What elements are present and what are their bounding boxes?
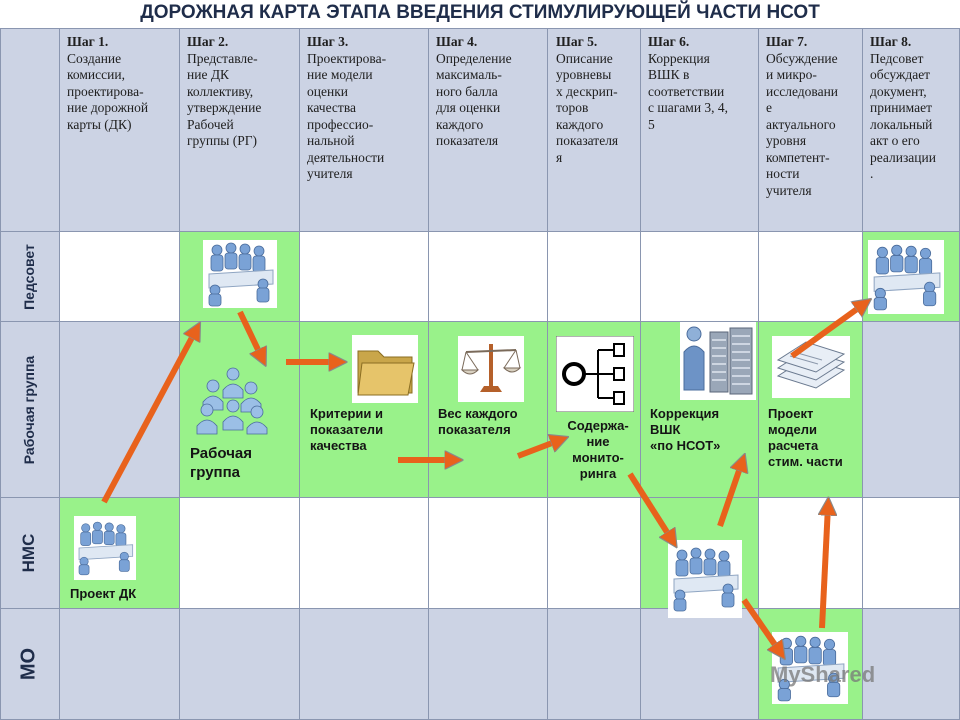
grid-cell xyxy=(59,608,180,720)
header-cell xyxy=(428,28,548,232)
correction-label: Коррекция ВШК «по НСОТ» xyxy=(650,406,721,453)
monitoring-label: Содержа- ние монито- ринга xyxy=(567,418,629,481)
meeting-icon xyxy=(772,632,848,704)
meeting-icon xyxy=(74,516,136,580)
grid-cell xyxy=(299,231,429,322)
grid-cell xyxy=(547,497,641,609)
step-header-8: Шаг 8. Педсовет обсуждает документ, прин… xyxy=(862,28,960,183)
step-number: Шаг 3. xyxy=(307,34,349,49)
model-label: Проект модели расчета стим. части xyxy=(768,406,843,469)
grid-cell xyxy=(640,608,759,720)
step-header-1: Шаг 1. Создание комиссии, проектирова- н… xyxy=(59,28,180,133)
step-text: Представле- ние ДК коллективу, утвержден… xyxy=(187,50,262,149)
grid-cell xyxy=(862,497,960,609)
grid-cell xyxy=(59,321,180,498)
step-text: Педсовет обсуждает документ, принимает л… xyxy=(870,50,936,182)
folder-icon xyxy=(352,335,418,403)
grid-cell xyxy=(862,321,960,498)
step-number: Шаг 5. xyxy=(556,34,598,49)
meeting-icon xyxy=(203,240,277,308)
step-header-5: Шаг 5. Описание уровневы х дескрип- торо… xyxy=(547,28,641,166)
row-label-pedsovet: Педсовет xyxy=(0,231,58,322)
grid-cell xyxy=(179,608,300,720)
header-cell xyxy=(547,28,641,232)
step-text: Описание уровневы х дескрип- торов каждо… xyxy=(556,50,619,165)
grid-cell xyxy=(862,608,960,720)
header-cell xyxy=(59,28,180,232)
step-header-6: Шаг 6. Коррекция ВШК в соответствии с ша… xyxy=(640,28,759,133)
step-text: Определение максималь- ного балла для оц… xyxy=(436,50,512,149)
row-label-mo: МО xyxy=(0,608,58,720)
header-cell xyxy=(758,28,863,232)
grid-cell xyxy=(640,231,759,322)
step-number: Шаг 4. xyxy=(436,34,478,49)
grid-cell xyxy=(758,497,863,609)
step-text: Обсуждение и микро- исследовани е актуал… xyxy=(766,50,839,198)
row-label-nms: НМС xyxy=(0,497,58,609)
grid-cell xyxy=(428,608,548,720)
step-number: Шаг 6. xyxy=(648,34,690,49)
grid-cell xyxy=(299,608,429,720)
project-dk-label: Проект ДК xyxy=(70,586,137,601)
grid-cell xyxy=(547,231,641,322)
row-label-cell xyxy=(0,321,60,498)
grid-cell xyxy=(428,231,548,322)
row-label-text: МО xyxy=(17,647,40,681)
row-label-working-group: Рабочая группа xyxy=(0,321,58,498)
step-text: Создание комиссии, проектирова- ние доро… xyxy=(67,50,149,132)
step-text: Проектирова- ние модели оценки качества … xyxy=(307,50,387,182)
watermark: MyShared xyxy=(770,662,876,687)
grid-cell xyxy=(179,497,300,609)
weight-label: Вес каждого показателя xyxy=(438,406,518,437)
grid-cell xyxy=(758,231,863,322)
step-number: Шаг 2. xyxy=(187,34,229,49)
criteria-label: Критерии и показатели качества xyxy=(310,406,384,453)
grid-cell xyxy=(59,231,180,322)
row-label-text: Рабочая группа xyxy=(21,355,37,464)
header-cell xyxy=(862,28,960,232)
step-number: Шаг 7. xyxy=(766,34,808,49)
row-label-cell xyxy=(0,231,60,322)
header-cell xyxy=(299,28,429,232)
grid-cell xyxy=(299,497,429,609)
working-group-label: Рабочая группа xyxy=(190,445,253,481)
step-number: Шаг 8. xyxy=(870,34,912,49)
step-header-4: Шаг 4. Определение максималь- ного балла… xyxy=(428,28,548,150)
step-text: Коррекция ВШК в соответствии с шагами 3,… xyxy=(648,50,729,132)
people-group-icon xyxy=(196,367,268,435)
grid-cell xyxy=(547,608,641,720)
step-header-2: Шаг 2. Представле- ние ДК коллективу, ут… xyxy=(179,28,300,150)
row-label-text: Педсовет xyxy=(21,243,37,310)
documents-stack-icon xyxy=(772,336,850,398)
corner-cell xyxy=(0,28,60,232)
scales-icon xyxy=(458,336,524,402)
grid-cell xyxy=(428,497,548,609)
step-number: Шаг 1. xyxy=(67,34,109,49)
step-header-7: Шаг 7. Обсуждение и микро- исследовани е… xyxy=(758,28,863,199)
page-title: ДОРОЖНАЯ КАРТА ЭТАПА ВВЕДЕНИЯ СТИМУЛИРУЮ… xyxy=(140,2,820,23)
step-header-3: Шаг 3. Проектирова- ние модели оценки ка… xyxy=(299,28,429,183)
meeting-icon xyxy=(868,240,944,314)
meeting-icon xyxy=(668,540,742,618)
row-label-text: НМС xyxy=(19,533,38,573)
tree-diagram-icon xyxy=(556,336,634,412)
server-person-icon xyxy=(680,322,756,400)
header-cell xyxy=(640,28,759,232)
row-label-cell xyxy=(0,497,60,609)
